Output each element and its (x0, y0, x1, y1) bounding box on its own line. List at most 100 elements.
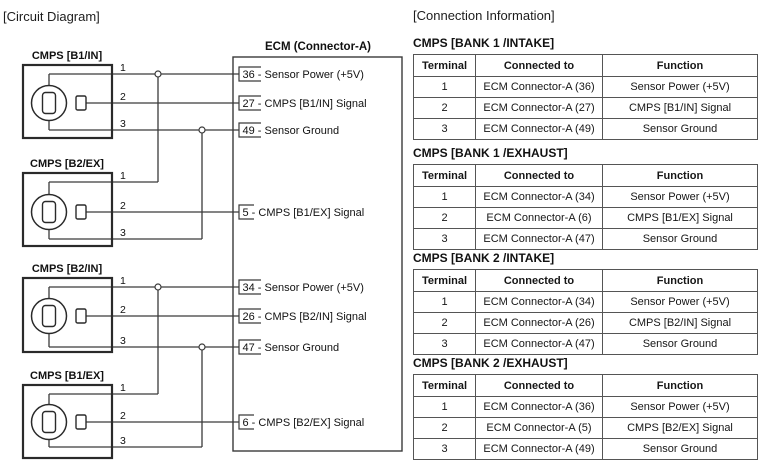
cell-connected-to: ECM Connector-A (36) (475, 76, 603, 98)
col-header-function: Function (602, 54, 758, 77)
pin-number: 3 (120, 335, 126, 347)
ecm-body (232, 56, 403, 452)
connector-pin-symbol (75, 95, 87, 111)
table-row: 1 ECM Connector-A (34) Sensor Power (+5V… (413, 186, 758, 208)
sensor-slot (41, 304, 57, 328)
col-header-terminal: Terminal (413, 164, 476, 187)
connector-label: CMPS [B1/IN] (32, 50, 103, 62)
table-row: 2 ECM Connector-A (26) CMPS [B2/IN] Sign… (413, 312, 758, 334)
section-bank2-intake: CMPS [BANK 2 /INTAKE] Terminal Connected… (413, 251, 758, 355)
section-bank1-intake: CMPS [BANK 1 /INTAKE] Terminal Connected… (413, 36, 758, 140)
ecm-pin-label: 47 - Sensor Ground (243, 342, 340, 354)
ecm-connector-box: ECM (Connector-A) 36 - Sensor Power (+5V… (232, 41, 403, 452)
sensor-symbol (30, 403, 68, 441)
connector-body (21, 276, 114, 354)
pin-number: 1 (120, 62, 126, 74)
cell-terminal: 2 (413, 97, 476, 119)
connector-pin-symbol (75, 414, 87, 430)
table-header-row: Terminal Connected to Function (413, 374, 758, 397)
pin-number: 2 (120, 410, 126, 422)
sensor-slot (41, 410, 57, 434)
wires-net-ground-bank2 (48, 333, 239, 448)
cell-terminal: 3 (413, 438, 476, 460)
col-header-terminal: Terminal (413, 374, 476, 397)
cell-connected-to: ECM Connector-A (47) (475, 228, 603, 250)
cell-terminal: 3 (413, 333, 476, 355)
wires-net-power-bank1 (48, 73, 239, 195)
cell-function: Sensor Power (+5V) (602, 186, 758, 208)
cell-connected-to: ECM Connector-A (5) (475, 417, 603, 439)
pin-number: 3 (120, 435, 126, 447)
col-header-connected-to: Connected to (475, 374, 603, 397)
connection-table: Terminal Connected to Function 1 ECM Con… (413, 164, 758, 250)
cell-connected-to: ECM Connector-A (34) (475, 186, 603, 208)
cell-connected-to: ECM Connector-A (34) (475, 291, 603, 313)
table-row: 3 ECM Connector-A (47) Sensor Ground (413, 333, 758, 355)
junction-dot (198, 343, 206, 351)
ecm-pin-36: 36 - Sensor Power (+5V) (238, 66, 364, 82)
col-header-connected-to: Connected to (475, 164, 603, 187)
table-row: 2 ECM Connector-A (6) CMPS [B1/EX] Signa… (413, 207, 758, 229)
section-bank2-exhaust: CMPS [BANK 2 /EXHAUST] Terminal Connecte… (413, 356, 758, 460)
sensor-symbol (30, 193, 68, 231)
cell-function: Sensor Ground (602, 438, 758, 460)
ecm-pin-label: 49 - Sensor Ground (243, 125, 340, 137)
ecm-pin-label: 5 - CMPS [B1/EX] Signal (243, 207, 365, 219)
connector-cmps-b2-ex: CMPS [B2/EX] 1 2 3 (21, 158, 126, 248)
cell-function: CMPS [B2/IN] Signal (602, 312, 758, 334)
ecm-pin-label: 26 - CMPS [B2/IN] Signal (243, 311, 367, 323)
cell-connected-to: ECM Connector-A (27) (475, 97, 603, 119)
sensor-slot (41, 91, 57, 115)
cell-terminal: 1 (413, 186, 476, 208)
sensor-slot (41, 200, 57, 224)
col-header-connected-to: Connected to (475, 54, 603, 77)
pin-number: 1 (120, 275, 126, 287)
pin-number: 2 (120, 304, 126, 316)
table-row: 3 ECM Connector-A (49) Sensor Ground (413, 118, 758, 140)
connector-pin-symbol (75, 204, 87, 220)
section-heading: CMPS [BANK 2 /INTAKE] (413, 251, 555, 265)
cell-connected-to: ECM Connector-A (26) (475, 312, 603, 334)
ecm-pin-label: 27 - CMPS [B1/IN] Signal (243, 98, 367, 110)
circuit-diagram-title: [Circuit Diagram] (3, 9, 100, 24)
ecm-pin-5: 5 - CMPS [B1/EX] Signal (238, 204, 365, 220)
table-row: 1 ECM Connector-A (34) Sensor Power (+5V… (413, 291, 758, 313)
cell-function: Sensor Ground (602, 118, 758, 140)
col-header-function: Function (602, 269, 758, 292)
cell-function: Sensor Ground (602, 333, 758, 355)
connection-table: Terminal Connected to Function 1 ECM Con… (413, 374, 758, 460)
cell-function: Sensor Power (+5V) (602, 291, 758, 313)
ecm-pin-49: 49 - Sensor Ground (238, 122, 340, 138)
cell-terminal: 3 (413, 118, 476, 140)
table-row: 3 ECM Connector-A (49) Sensor Ground (413, 438, 758, 460)
table-row: 1 ECM Connector-A (36) Sensor Power (+5V… (413, 396, 758, 418)
pin-number: 3 (120, 118, 126, 130)
circuit-diagram-canvas: [Circuit Diagram] (3, 9, 403, 460)
junction-dot (154, 70, 162, 78)
connector-cmps-b1-in: CMPS [B1/IN] 1 2 3 (21, 50, 126, 140)
table-header-row: Terminal Connected to Function (413, 164, 758, 187)
connector-label: CMPS [B1/EX] (30, 370, 104, 382)
col-header-connected-to: Connected to (475, 269, 603, 292)
cell-function: Sensor Power (+5V) (602, 76, 758, 98)
connector-body (21, 383, 114, 460)
cell-function: Sensor Power (+5V) (602, 396, 758, 418)
pin-number: 2 (120, 91, 126, 103)
pin-number: 1 (120, 170, 126, 182)
cell-terminal: 2 (413, 312, 476, 334)
pin-number: 3 (120, 227, 126, 239)
sensor-symbol (30, 84, 68, 122)
ecm-pin-47: 47 - Sensor Ground (238, 339, 340, 355)
junction-dot (198, 126, 206, 134)
cell-terminal: 1 (413, 396, 476, 418)
cell-connected-to: ECM Connector-A (6) (475, 207, 603, 229)
connector-pin-symbol (75, 308, 87, 324)
cell-function: CMPS [B1/EX] Signal (602, 207, 758, 229)
table-row: 2 ECM Connector-A (27) CMPS [B1/IN] Sign… (413, 97, 758, 119)
cell-terminal: 3 (413, 228, 476, 250)
connector-body (21, 63, 114, 140)
connector-label: CMPS [B2/EX] (30, 158, 104, 170)
section-bank1-exhaust: CMPS [BANK 1 /EXHAUST] Terminal Connecte… (413, 146, 758, 250)
ecm-title: ECM (Connector-A) (265, 41, 371, 53)
